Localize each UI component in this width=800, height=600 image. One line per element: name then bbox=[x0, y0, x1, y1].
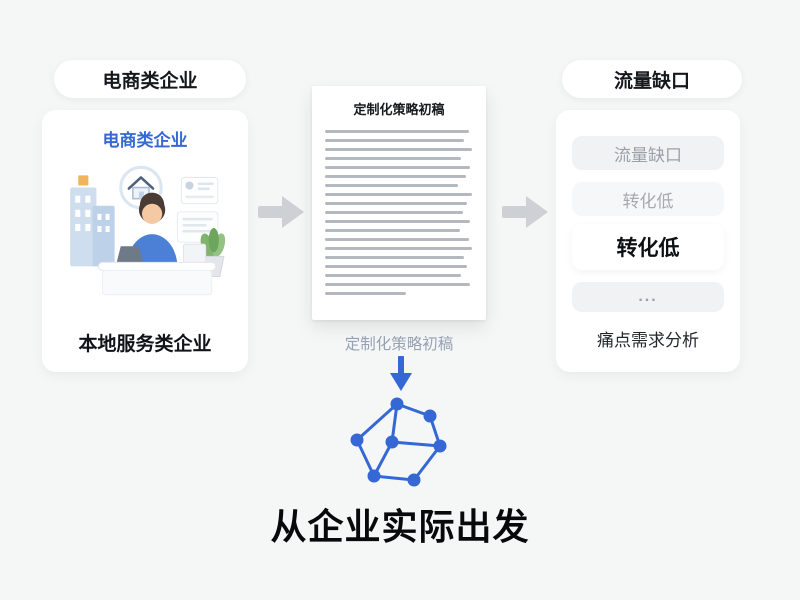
pain-point-low-conversion: 转化低 bbox=[572, 182, 724, 216]
strategy-document: 定制化策略初稿 bbox=[312, 86, 486, 320]
pain-point-ellipsis: ... bbox=[572, 282, 724, 312]
text-line-placeholder bbox=[325, 229, 460, 232]
text-line-placeholder bbox=[325, 283, 471, 286]
enterprise-card: 电商类企业 bbox=[42, 110, 248, 372]
pain-point-traffic-gap: 流量缺口 bbox=[572, 136, 724, 170]
arrow-right-icon bbox=[502, 196, 548, 228]
enterprise-card-title: 电商类企业 bbox=[102, 131, 188, 150]
text-line-placeholder bbox=[325, 265, 468, 268]
text-line-placeholder bbox=[325, 175, 466, 178]
text-line-placeholder bbox=[325, 157, 462, 160]
text-line-placeholder bbox=[325, 292, 407, 295]
pain-points-caption: 痛点需求分析 bbox=[597, 331, 699, 350]
arrow-right-icon bbox=[258, 196, 304, 228]
office-illustration-svg bbox=[70, 165, 226, 296]
network-graph-icon bbox=[350, 397, 447, 487]
buildings-icon bbox=[70, 175, 115, 267]
text-line-placeholder bbox=[325, 139, 465, 142]
traffic-gap-badge: 流量缺口 bbox=[562, 60, 742, 98]
text-line-placeholder bbox=[325, 148, 472, 151]
strategy-document-title: 定制化策略初稿 bbox=[353, 102, 445, 117]
text-line-placeholder bbox=[325, 184, 459, 187]
text-line-placeholder bbox=[325, 202, 468, 205]
text-line-placeholder bbox=[325, 274, 462, 277]
text-line-placeholder bbox=[325, 130, 469, 133]
text-line-placeholder bbox=[325, 166, 471, 169]
enterprise-card-caption: 本地服务类企业 bbox=[78, 334, 212, 355]
desk-icon bbox=[97, 243, 217, 296]
text-line-placeholder bbox=[325, 238, 469, 241]
text-line-placeholder bbox=[325, 211, 463, 214]
pain-point-low-conversion-highlight: 转化低 bbox=[572, 224, 724, 270]
text-line-placeholder bbox=[325, 247, 472, 250]
ecommerce-badge: 电商类企业 bbox=[54, 60, 246, 98]
text-line-placeholder bbox=[325, 193, 472, 196]
office-illustration bbox=[56, 152, 234, 304]
text-line-placeholder bbox=[325, 256, 465, 259]
text-line-placeholder bbox=[325, 220, 471, 223]
pain-points-card: 流量缺口 转化低 转化低 ... 痛点需求分析 bbox=[556, 110, 740, 372]
arrow-down-icon bbox=[390, 356, 412, 391]
document-text-lines bbox=[312, 118, 486, 295]
headline: 从企业实际出发 bbox=[270, 506, 530, 547]
strategy-document-caption: 定制化策略初稿 bbox=[344, 336, 454, 353]
profile-card-icon bbox=[176, 176, 219, 243]
